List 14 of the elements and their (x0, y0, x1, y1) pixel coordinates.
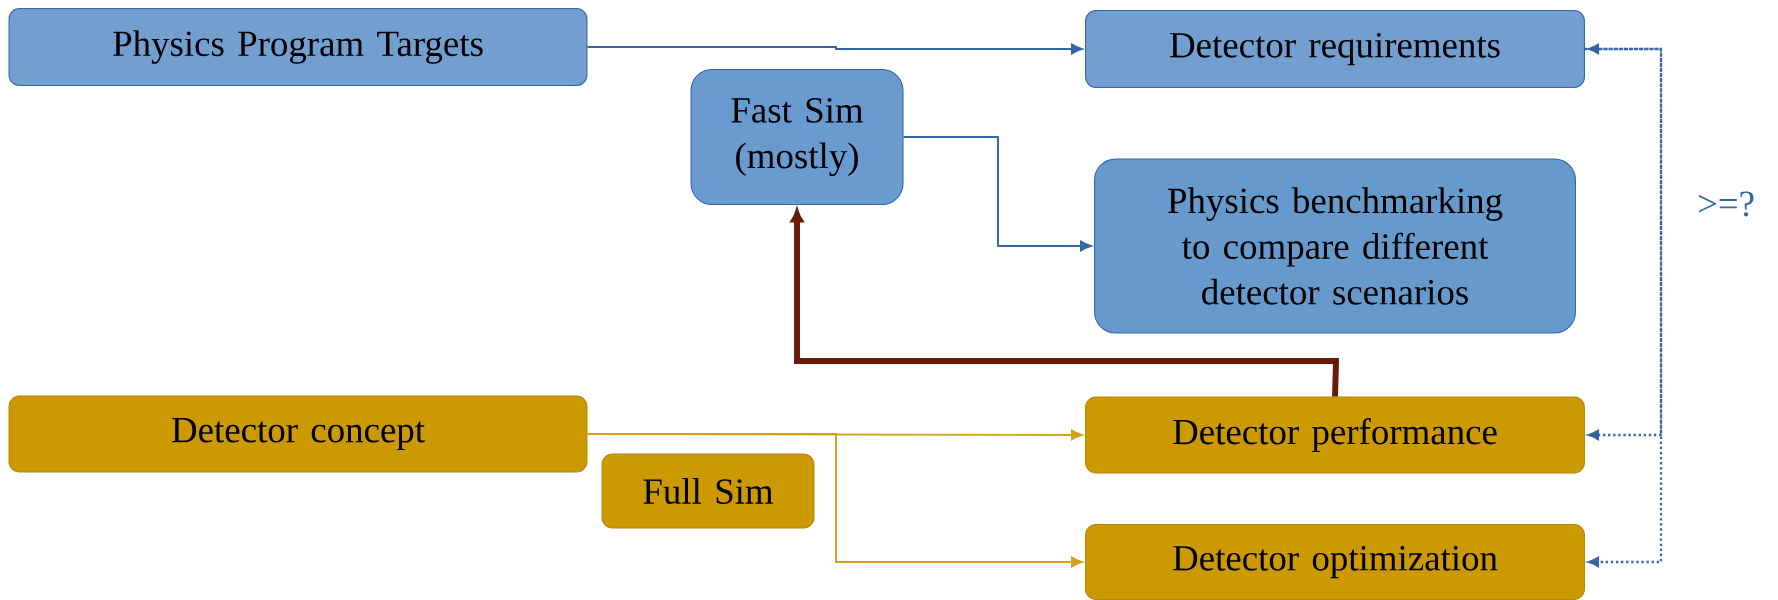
arrow (586, 43, 1083, 55)
process-box: Detector optimization (1085, 524, 1585, 600)
process-box: Detector concept (8, 395, 588, 473)
process-box: Physics Program Targets (8, 8, 588, 87)
arrow (1585, 47, 1663, 568)
arrow (902, 136, 1092, 252)
process-box: Detector performance (1085, 396, 1585, 474)
process-box: Full Sim (601, 453, 815, 529)
arrow (586, 433, 1083, 568)
process-box: Fast Sim (mostly) (690, 69, 904, 205)
process-box: Physics benchmarking to compare different detector scenarios (1094, 158, 1576, 334)
process-box: Detector requirements (1085, 10, 1585, 89)
arrow (1587, 43, 1663, 441)
annotation-text: >=? (1698, 191, 1754, 217)
